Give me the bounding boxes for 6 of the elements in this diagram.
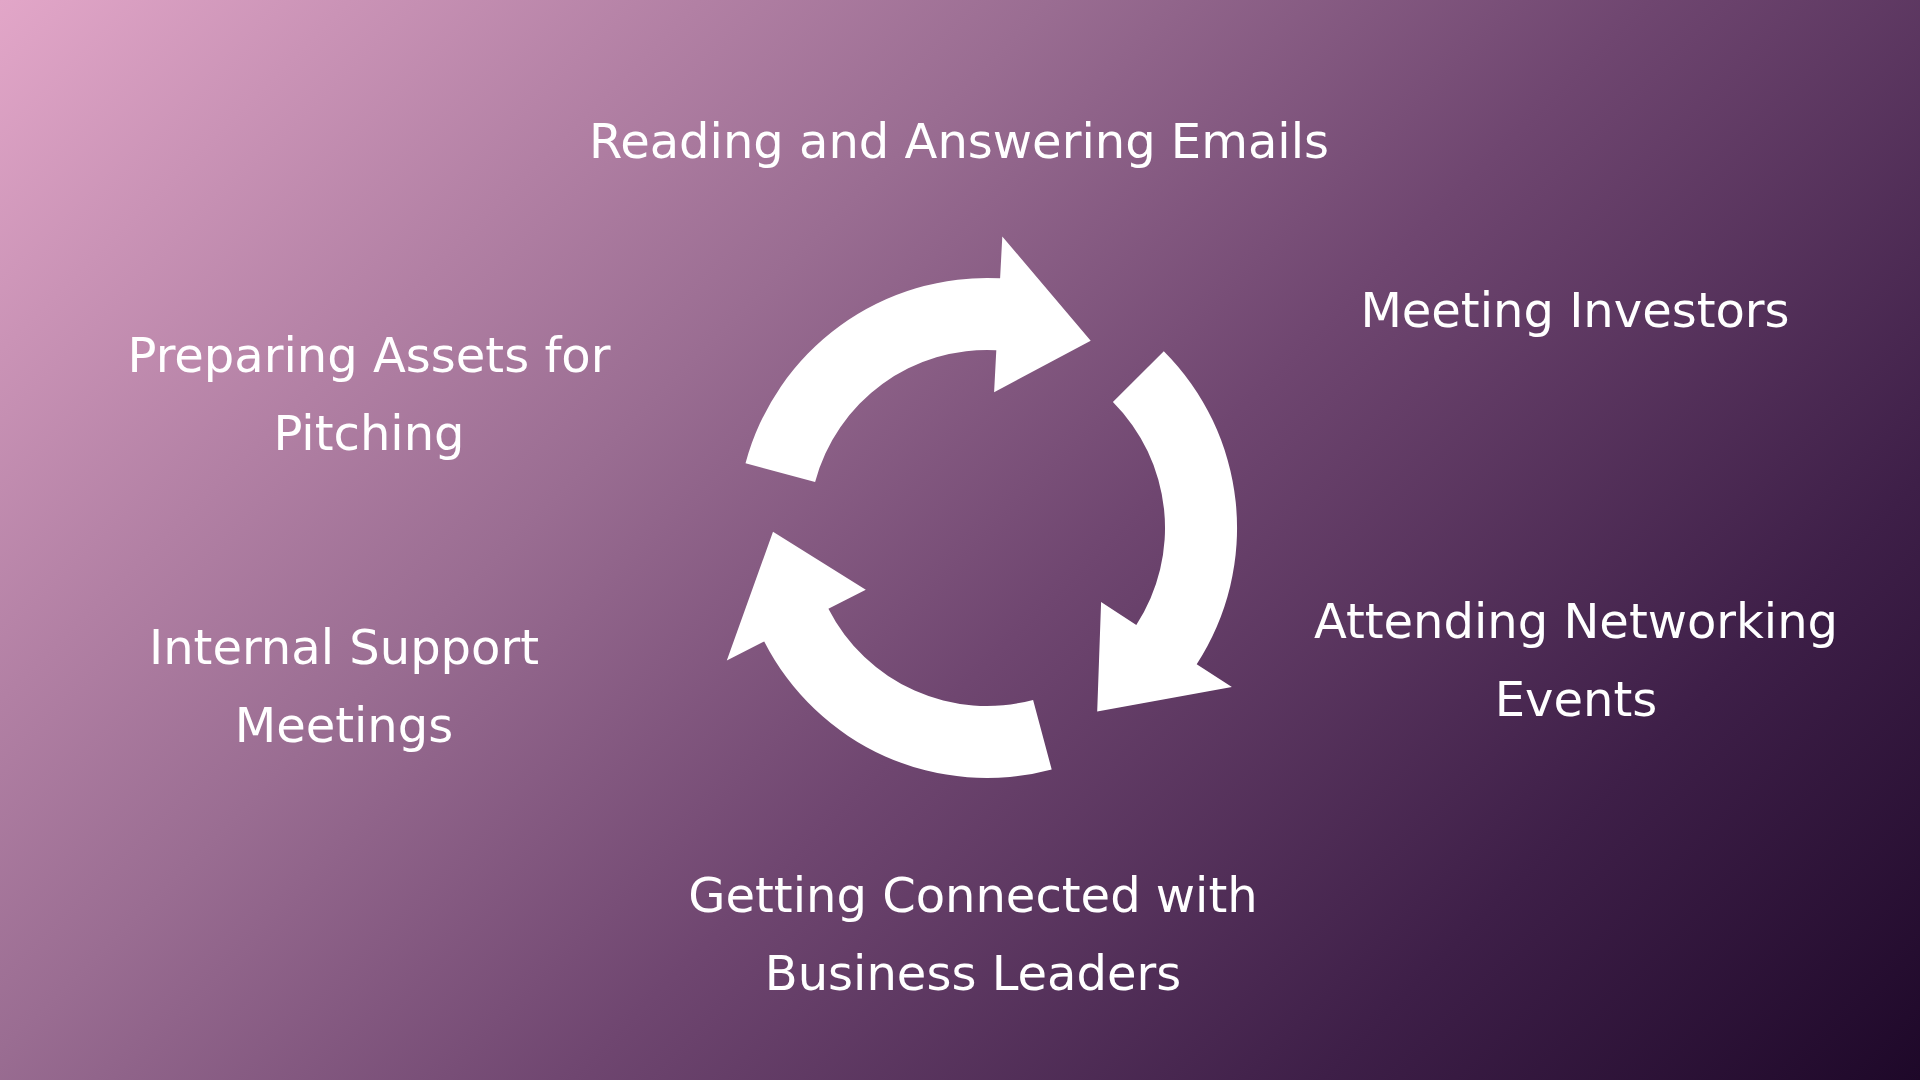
activity-label: Meeting Investors	[1359, 281, 1791, 340]
activity-label: Attending Networking Events	[1312, 592, 1840, 729]
activity-label: Getting Connected with Business Leaders	[687, 866, 1259, 1003]
activity-label: Preparing Assets for Pitching	[126, 326, 612, 463]
activity-label: Internal Support Meetings	[148, 618, 540, 755]
activity-label: Reading and Answering Emails	[587, 112, 1331, 171]
